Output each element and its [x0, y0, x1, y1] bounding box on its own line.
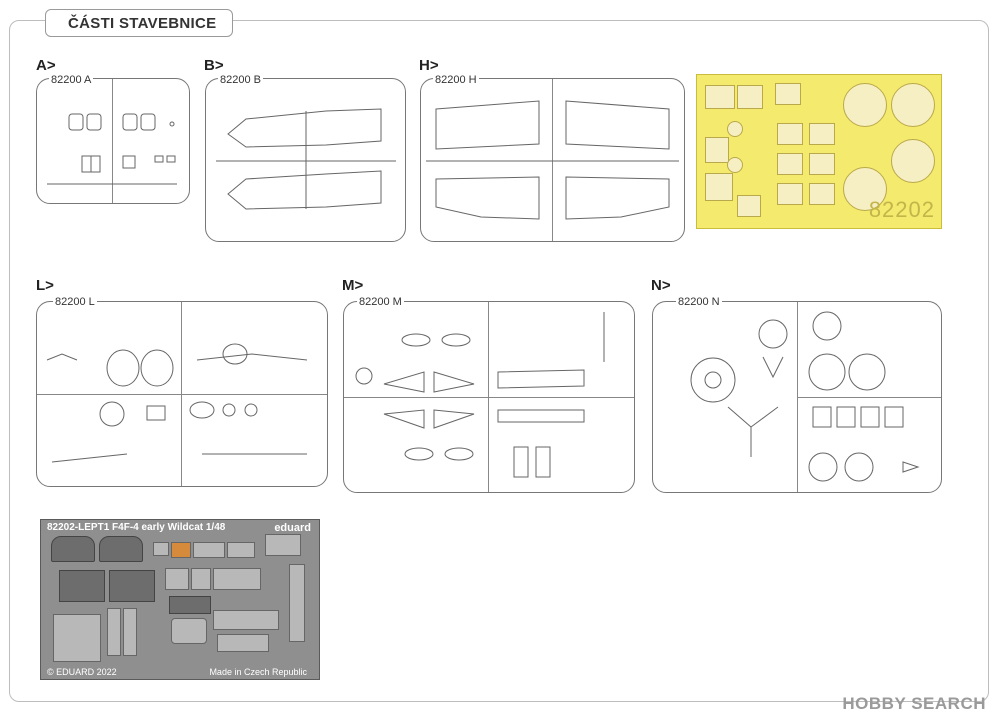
sprue-h — [420, 78, 685, 242]
section-l-label: L> — [36, 277, 54, 294]
photoetch-header: 82202-LEPT1 F4F-4 early Wildcat 1/48 — [47, 522, 226, 533]
content-frame — [9, 20, 989, 702]
section-m-label: M> — [342, 277, 364, 294]
sprue-b-parts — [216, 108, 396, 210]
sprue-l-parts — [46, 343, 308, 463]
sprue-l — [36, 301, 328, 487]
sprue-n-code: 82200 N — [676, 296, 722, 308]
sprue-h-code: 82200 H — [433, 74, 479, 86]
sprue-h-parts — [426, 100, 679, 220]
sprue-a-code: 82200 A — [49, 74, 94, 86]
sprue-a — [36, 78, 190, 204]
section-n-label: N> — [651, 277, 671, 294]
sprue-l-code: 82200 L — [53, 296, 97, 308]
mask-code: 82202 — [868, 197, 935, 222]
sprue-n — [652, 301, 942, 493]
photoetch-copyright: © EDUARD 2022 — [47, 667, 117, 677]
sprue-m-code: 82200 M — [357, 296, 404, 308]
sprue-n-parts — [690, 311, 920, 482]
mask-sheet: 82202 — [696, 74, 942, 229]
photoetch-brand: eduard — [274, 522, 311, 534]
section-b-label: B> — [204, 57, 224, 74]
page-title: ČÁSTI STAVEBNICE — [68, 15, 217, 32]
page-title-tab: ČÁSTI STAVEBNICE — [45, 9, 233, 37]
section-h-label: H> — [419, 57, 439, 74]
photoetch-fret: 82202-LEPT1 F4F-4 early Wildcat 1/48 edu… — [40, 519, 320, 680]
sprue-m — [343, 301, 635, 493]
watermark-logo: HOBBY SEARCH — [842, 694, 986, 713]
section-a-label: A> — [36, 57, 56, 74]
sprue-a-parts — [47, 113, 177, 185]
sprue-b — [205, 78, 406, 242]
sprue-b-code: 82200 B — [218, 74, 263, 86]
photoetch-made-in: Made in Czech Republic — [209, 667, 307, 677]
sprue-m-parts — [355, 312, 605, 478]
